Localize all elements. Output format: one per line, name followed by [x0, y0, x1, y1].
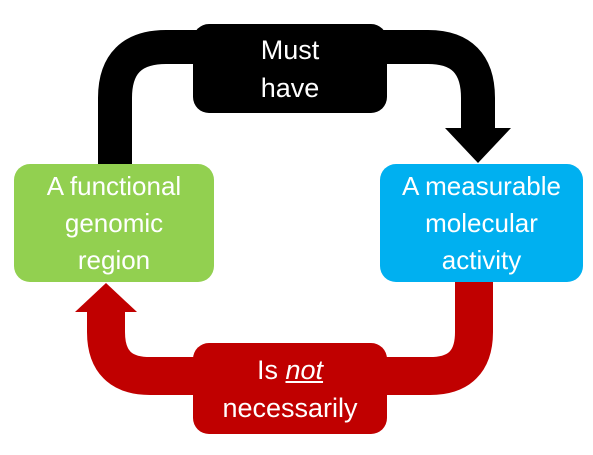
molecular-activity-line3: activity: [441, 244, 522, 275]
must-have-line1: Must: [260, 34, 320, 65]
is-not-prefix: Is: [256, 354, 278, 385]
functional-region-line3: region: [77, 244, 151, 275]
functional-region-line2: genomic: [64, 207, 164, 238]
molecular-activity-line1: A measurable: [402, 170, 561, 201]
arrow-head-down: [445, 128, 511, 163]
is-not-line1: Is not: [257, 351, 323, 389]
not-emphasis: not: [285, 354, 324, 385]
functional-genomic-region-box: A functional genomic region: [14, 164, 214, 282]
is-not-necessarily-box: Is not necessarily: [193, 343, 387, 434]
arrow-head-up: [75, 283, 137, 312]
must-have-line2: have: [260, 72, 320, 103]
functional-region-line1: A functional: [46, 170, 182, 201]
must-have-box: Must have: [193, 24, 387, 113]
measurable-molecular-activity-box: A measurable molecular activity: [380, 164, 583, 282]
molecular-activity-line2: molecular: [425, 207, 538, 238]
is-not-line2: necessarily: [222, 392, 358, 423]
